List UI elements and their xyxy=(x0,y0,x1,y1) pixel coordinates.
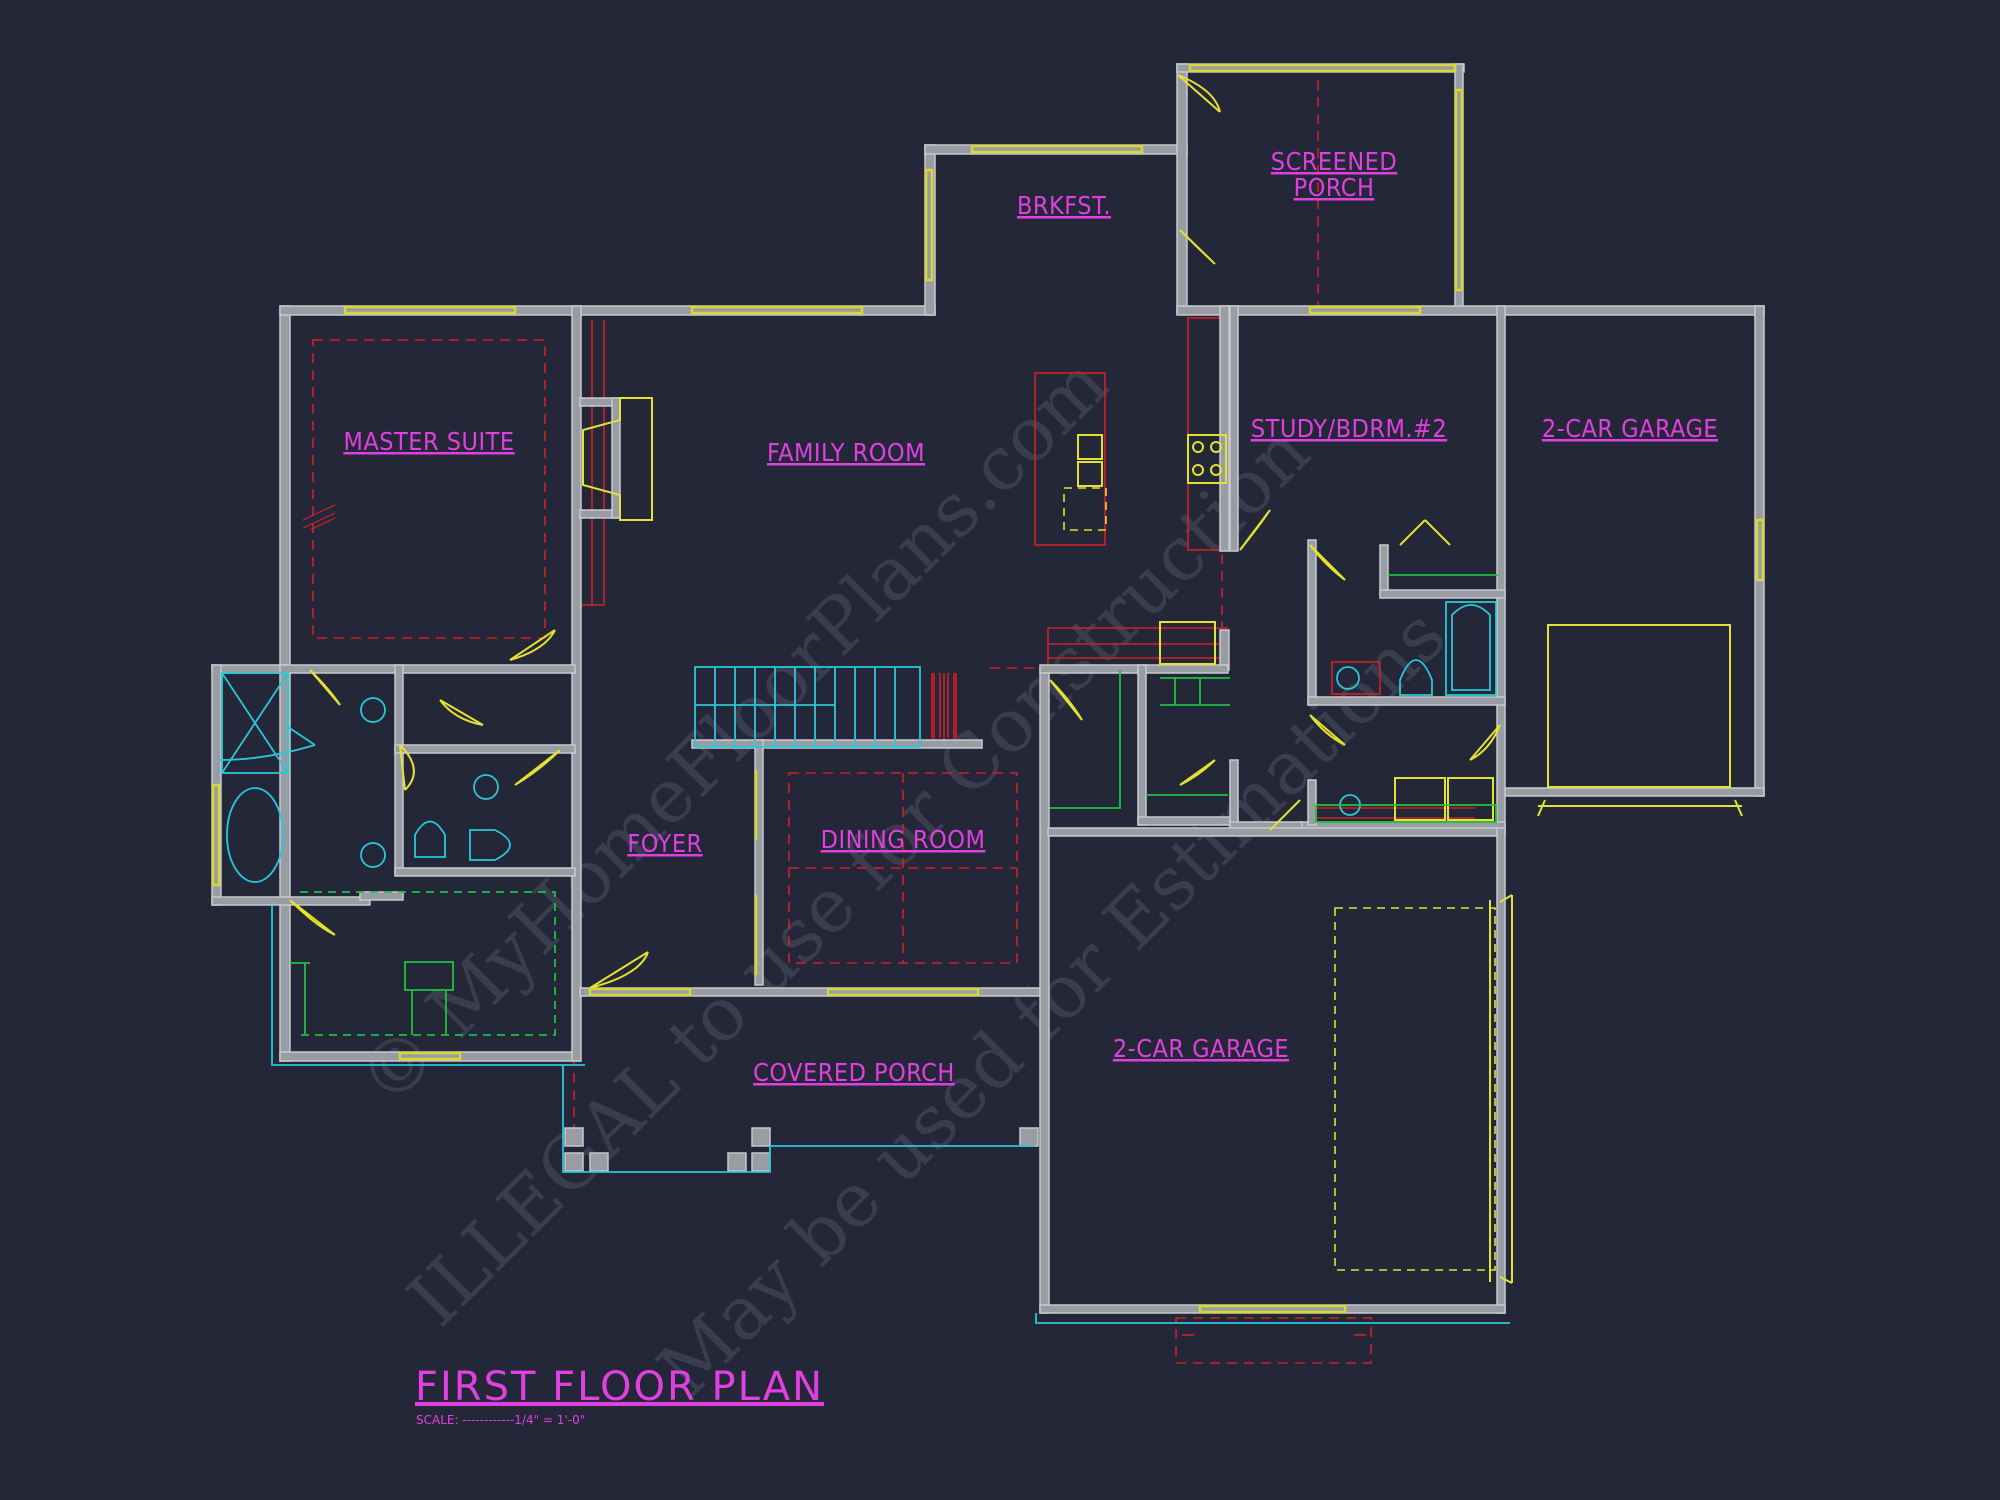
room-label-garage-bottom: 2-CAR GARAGE xyxy=(1113,1034,1289,1063)
room-label-screened-porch-2: PORCH xyxy=(1294,173,1375,202)
room-label-study: STUDY/BDRM.#2 xyxy=(1251,414,1447,443)
fixtures xyxy=(221,397,1743,1336)
walls xyxy=(211,63,1765,1314)
plan-scale: SCALE: ------------1/4" = 1'-0" xyxy=(416,1413,585,1427)
ceiling-lines xyxy=(302,80,1475,1364)
title-block: FIRST FLOOR PLAN SCALE: ------------1/4"… xyxy=(415,1364,824,1427)
room-label-garage-right: 2-CAR GARAGE xyxy=(1542,414,1718,443)
doors xyxy=(219,74,1501,989)
room-label-covered-porch: COVERED PORCH xyxy=(753,1058,955,1087)
windows xyxy=(211,63,1765,1314)
room-label-foyer: FOYER xyxy=(627,829,702,858)
room-label-master-suite: MASTER SUITE xyxy=(343,427,514,456)
room-label-brkfst: BRKFST. xyxy=(1017,191,1111,220)
room-label-screened-porch-1: SCREENED xyxy=(1271,147,1397,176)
room-label-family-room: FAMILY ROOM xyxy=(767,438,925,467)
room-label-dining-room: DINING ROOM xyxy=(821,825,986,854)
room-labels: MASTER SUITE FAMILY ROOM BRKFST. SCREENE… xyxy=(343,147,1718,1087)
plan-title: FIRST FLOOR PLAN xyxy=(415,1364,824,1410)
